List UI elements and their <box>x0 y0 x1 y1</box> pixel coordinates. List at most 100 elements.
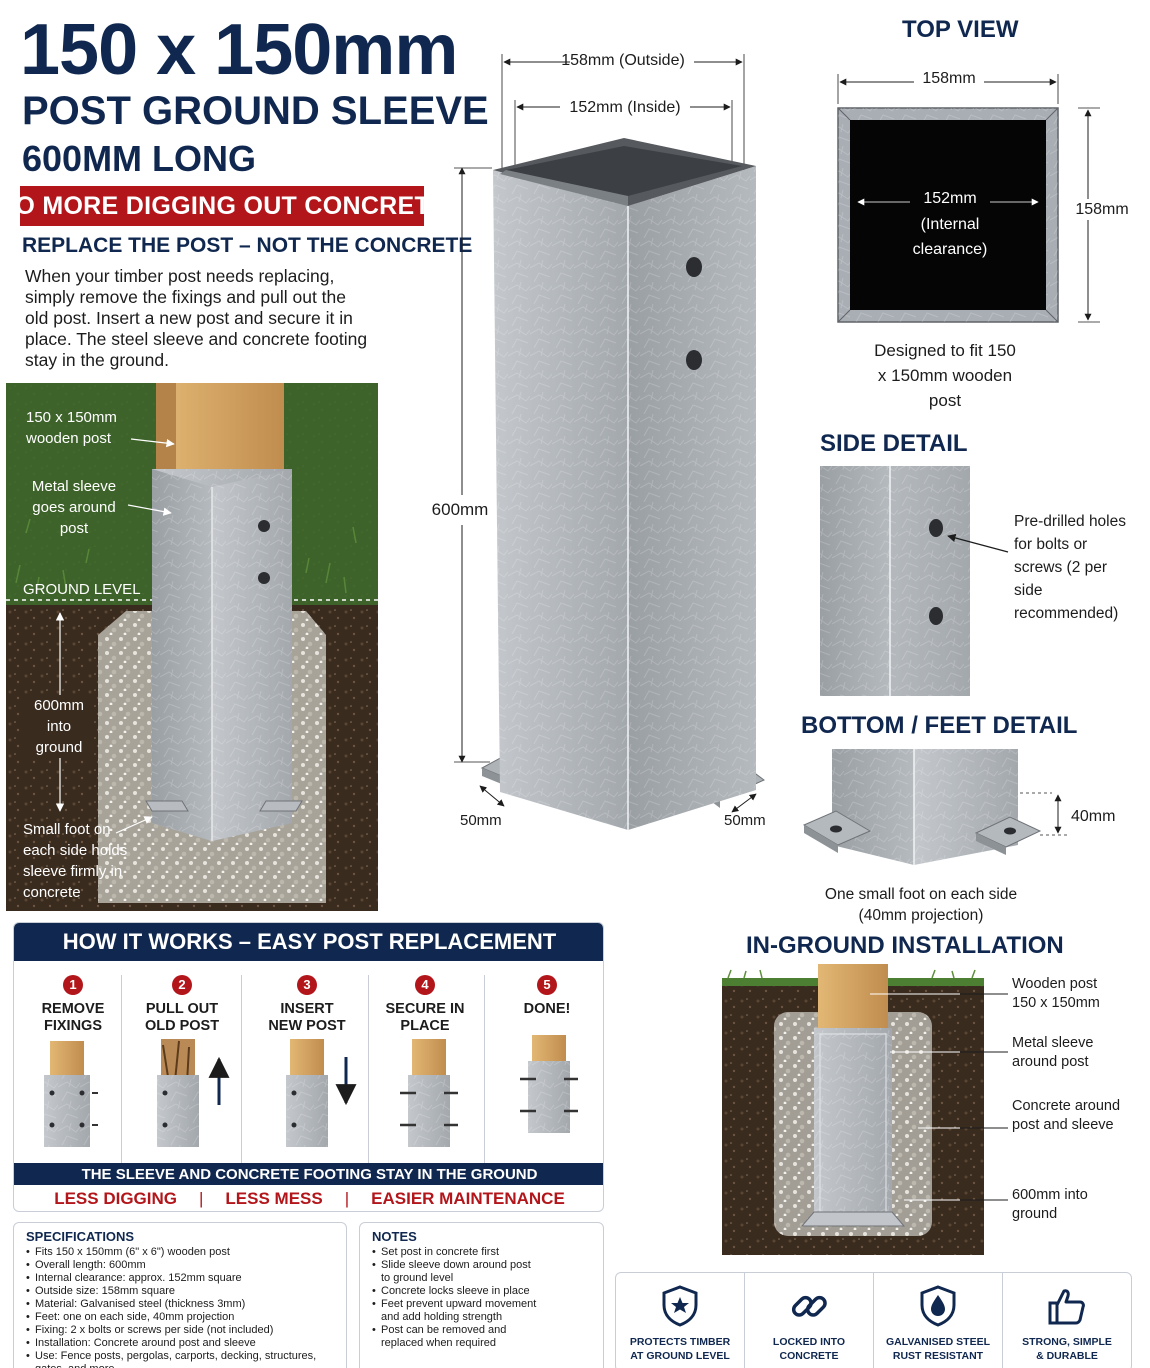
label-foot: Small foot on each side holds sleeve fir… <box>23 821 128 901</box>
bottom-detail-heading: BOTTOM / FEET DETAIL <box>801 712 1078 739</box>
note-item: Post can be removed and replaced when re… <box>372 1324 542 1350</box>
specifications-heading: SPECIFICATIONS <box>26 1229 135 1244</box>
installation-label-post: Wooden post 150 x 150mm <box>1012 976 1100 1011</box>
feature-line-2: RUST RESISTANT <box>892 1350 984 1362</box>
spec-item: Outside size: 158mm square <box>26 1285 346 1298</box>
spec-item: Material: Galvanised steel (thickness 3m… <box>26 1298 346 1311</box>
page-title: 150 x 150mm <box>20 10 458 90</box>
step-number: 4 <box>415 975 435 995</box>
step-number: 3 <box>297 975 317 995</box>
feature-line-2: CONCRETE <box>779 1350 839 1362</box>
features-strip: PROTECTS TIMBER AT GROUND LEVEL LOCKED I… <box>615 1272 1132 1368</box>
top-view-width: 158mm <box>922 70 976 87</box>
dim-foot-left: 50mm <box>460 812 502 829</box>
top-view-internal: 152mm <box>923 190 977 207</box>
stay-in-ground-bar: THE SLEEVE AND CONCRETE FOOTING STAY IN … <box>14 1163 603 1185</box>
note-item: Feet prevent upward movement and add hol… <box>372 1298 542 1324</box>
top-view-internal-note-2: clearance) <box>912 241 988 258</box>
feature-line-1: STRONG, SIMPLE <box>1022 1336 1112 1348</box>
how-it-works-title: HOW IT WORKS – EASY POST REPLACEMENT <box>14 923 603 961</box>
step-label: DONE! <box>523 1001 571 1017</box>
notes-heading: NOTES <box>372 1229 417 1244</box>
installation-diagram <box>722 964 984 1255</box>
side-detail-note: Pre-drilled holes for bolts or screws (2… <box>1014 513 1126 622</box>
intro-text: When your timber post needs replacing, s… <box>25 266 368 370</box>
step-5: 5 DONE! <box>488 975 603 1165</box>
dim-foot-right: 50mm <box>724 812 766 829</box>
installation-heading: IN-GROUND INSTALLATION <box>746 932 1064 959</box>
step-divider <box>368 975 369 1163</box>
main-sleeve-diagram: 158mm (Outside) 152mm (Inside) 600mm 50m… <box>420 40 790 840</box>
label-ground-level: GROUND LEVEL <box>23 581 141 598</box>
feature-protects-timber: PROTECTS TIMBER AT GROUND LEVEL <box>616 1273 745 1368</box>
spec-item: Overall length: 600mm <box>26 1259 346 1272</box>
spec-item: Fixing: 2 x bolts or screws per side (no… <box>26 1324 346 1337</box>
feature-line-2: AT GROUND LEVEL <box>630 1350 730 1362</box>
dim-inside: 152mm (Inside) <box>569 99 681 116</box>
top-view-internal-note-1: (Internal <box>920 216 980 233</box>
feature-line-1: LOCKED INTO <box>772 1336 846 1348</box>
step-label: SECURE IN PLACE <box>385 1001 465 1034</box>
step-4-illustration <box>400 1039 458 1147</box>
bottom-detail-diagram <box>800 745 1110 885</box>
specifications-box: SPECIFICATIONS Fits 150 x 150mm (6" x 6"… <box>13 1222 347 1368</box>
top-view-height: 158mm <box>1070 199 1134 220</box>
step-1: 1 REMOVE FIXINGS <box>14 975 132 1165</box>
step-label: PULL OUT OLD POST <box>144 1001 220 1034</box>
benefit-easier-maintenance: EASIER MAINTENANCE <box>371 1189 565 1208</box>
chain-link-icon <box>791 1295 827 1317</box>
feature-locked-concrete: LOCKED INTO CONCRETE <box>745 1273 874 1368</box>
top-view-caption: Designed to fit 150 x 150mm wooden post <box>874 341 1016 410</box>
step-label: INSERT NEW POST <box>268 1001 346 1034</box>
bottom-detail-caption: One small foot on each side (40mm projec… <box>824 886 1018 924</box>
spec-item: Use: Fence posts, pergolas, carports, de… <box>26 1350 326 1368</box>
step-divider <box>241 975 242 1163</box>
spec-item: Fits 150 x 150mm (6" x 6") wooden post <box>26 1246 346 1259</box>
note-item: Set post in concrete first <box>372 1246 542 1259</box>
label-depth: 600mm into ground <box>24 695 94 758</box>
installation-label-depth: 600mm into ground <box>1012 1187 1088 1222</box>
thumbs-up-icon <box>1048 1289 1085 1325</box>
side-detail-diagram <box>810 462 980 702</box>
step-number: 2 <box>172 975 192 995</box>
installation-leader-lines <box>960 993 1008 1201</box>
dim-outside: 158mm (Outside) <box>561 52 685 69</box>
top-view-heading: TOP VIEW <box>902 16 1019 43</box>
step-number: 5 <box>537 975 557 995</box>
installation-label-sleeve: Metal sleeve around post <box>1012 1035 1094 1070</box>
side-detail-arrow <box>947 533 1009 553</box>
step-2-illustration <box>157 1039 230 1147</box>
feature-line-2: & DURABLE <box>1036 1350 1098 1362</box>
feature-galvanised: GALVANISED STEEL RUST RESISTANT <box>874 1273 1003 1368</box>
page-subtitle: POST GROUND SLEEVE <box>22 89 489 133</box>
red-banner: NO MORE DIGGING OUT CONCRETE <box>0 186 447 226</box>
benefit-less-mess: LESS MESS <box>225 1189 323 1208</box>
shield-icon <box>662 1285 698 1327</box>
spec-item: Internal clearance: approx. 152mm square <box>26 1272 346 1285</box>
top-view-diagram: 158mm 158mm 152mm (Internal clearance) <box>830 58 1140 338</box>
label-metal-sleeve: Metal sleeve goes around post <box>31 478 117 537</box>
how-it-works-panel: HOW IT WORKS – EASY POST REPLACEMENT 1 R… <box>13 922 604 1212</box>
replace-heading: REPLACE THE POST – NOT THE CONCRETE <box>22 234 473 257</box>
step-4: 4 SECURE IN PLACE <box>366 975 484 1165</box>
feature-line-1: PROTECTS TIMBER <box>629 1336 731 1348</box>
note-item: Slide sleeve down around post to ground … <box>372 1259 542 1285</box>
benefit-separator: | <box>344 1189 350 1208</box>
ground-illustration: 150 x 150mm wooden post Metal sleeve goe… <box>6 383 378 911</box>
step-divider <box>121 975 122 1163</box>
step-label: REMOVE FIXINGS <box>41 1001 105 1034</box>
step-5-illustration <box>520 1025 578 1133</box>
feature-strong: STRONG, SIMPLE & DURABLE <box>1003 1273 1131 1368</box>
installation-label-concrete: Concrete around post and sleeve <box>1012 1098 1121 1133</box>
step-number: 1 <box>63 975 83 995</box>
note-item: Concrete locks sleeve in place <box>372 1285 542 1298</box>
feature-line-1: GALVANISED STEEL <box>885 1336 991 1348</box>
side-detail-heading: SIDE DETAIL <box>820 430 968 457</box>
step-3: 3 INSERT NEW POST <box>248 975 366 1165</box>
benefit-separator: | <box>199 1189 204 1208</box>
drop-shield-icon <box>920 1285 956 1327</box>
benefits-row: LESS DIGGING | LESS MESS | EASIER MAINTE… <box>14 1186 603 1211</box>
step-2: 2 PULL OUT OLD POST <box>123 975 241 1165</box>
dim-height: 600mm <box>431 500 489 519</box>
benefit-less-digging: LESS DIGGING <box>54 1189 177 1208</box>
